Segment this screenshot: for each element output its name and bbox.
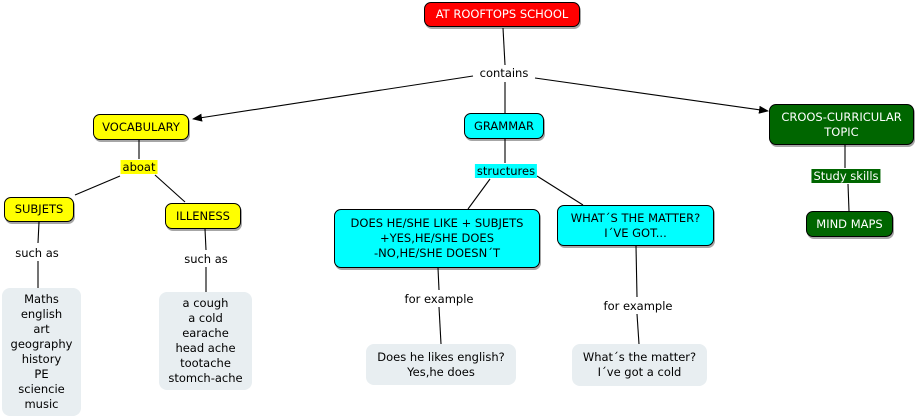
line-studyskills-mindmaps	[847, 183, 850, 212]
link-like-forexample: for example	[402, 292, 476, 306]
line-illness-suchas	[204, 228, 207, 251]
link-illness-suchas: such as	[182, 252, 230, 266]
illness-examples: a cough a cold earache head ache tootach…	[159, 292, 252, 390]
like-example: Does he likes english? Yes,he does	[366, 344, 516, 385]
arrow-to-crosscurricular	[534, 77, 769, 114]
subjects-examples: Maths english art geography history PE s…	[2, 288, 81, 416]
line-root-contains	[502, 27, 506, 66]
matter-structure-node[interactable]: WHAT´S THE MATTER? I´VE GOT...	[557, 205, 714, 246]
line-aboat-subjects	[74, 175, 121, 196]
line-like-forexample	[437, 267, 440, 291]
line-aboat-illness	[154, 174, 186, 203]
link-studyskills: Study skills	[811, 169, 881, 183]
illness-node[interactable]: ILLENESS	[165, 203, 241, 229]
mindmaps-node[interactable]: MIND MAPS	[806, 211, 893, 237]
link-structures: structures	[474, 164, 538, 178]
root-node[interactable]: AT ROOFTOPS SCHOOL	[424, 2, 580, 27]
line-subjects-suchas	[37, 221, 40, 244]
arrow-to-vocabulary	[192, 75, 474, 122]
matter-example: What´s the matter? I´ve got a cold	[572, 344, 707, 386]
grammar-node[interactable]: GRAMMAR	[464, 113, 544, 139]
subjects-node[interactable]: SUBJETS	[4, 197, 74, 222]
link-aboat: aboat	[120, 160, 158, 174]
line-structures-like	[467, 178, 491, 210]
like-structure-node[interactable]: DOES HE/SHE LIKE + SUBJETS +YES,HE/SHE D…	[334, 209, 540, 268]
link-contains: contains	[477, 66, 531, 80]
line-structures-matter	[536, 175, 584, 206]
line-matter-forexample	[635, 245, 638, 298]
crosscurricular-node[interactable]: CROOS-CURRICULAR TOPIC	[769, 104, 914, 145]
line-forexample-like-example	[438, 306, 442, 345]
vocabulary-node[interactable]: VOCABULARY	[93, 114, 189, 140]
link-subjects-suchas: such as	[13, 246, 61, 260]
line-forexample-matter-example	[636, 313, 640, 345]
link-matter-forexample: for example	[601, 299, 675, 313]
